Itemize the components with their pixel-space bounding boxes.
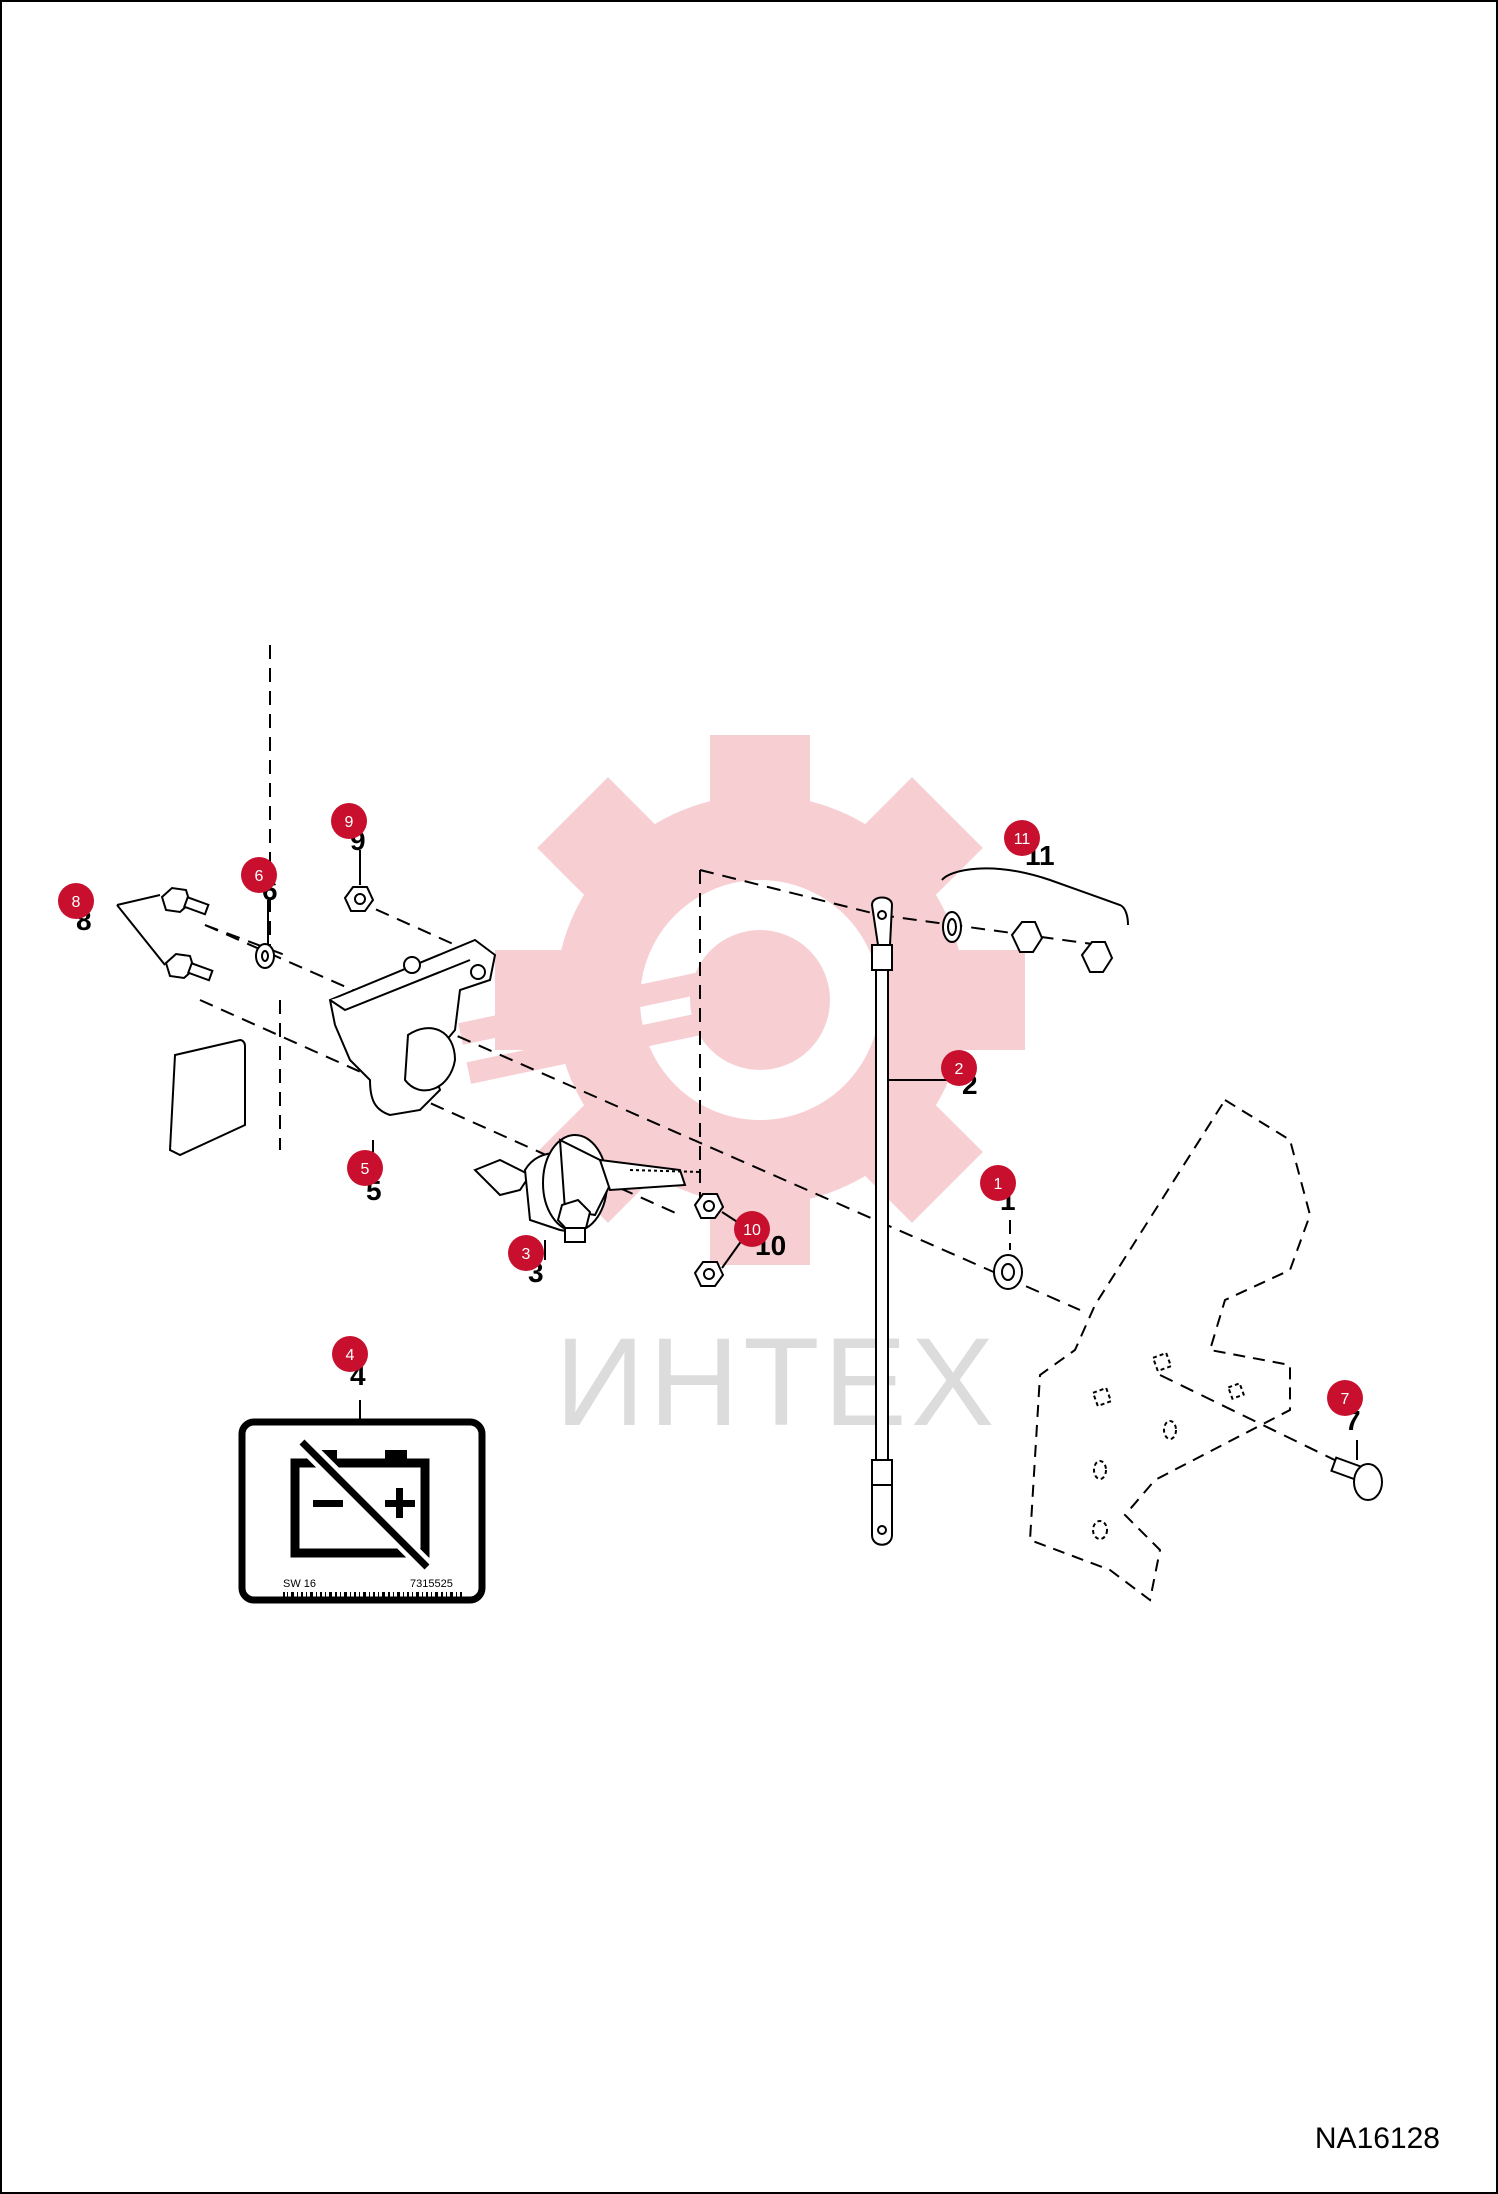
washer-6	[255, 943, 275, 969]
battery-disconnect-switch	[473, 1134, 701, 1260]
callout-bubble-10[interactable]: 10	[734, 1211, 770, 1247]
svg-text:2: 2	[955, 1061, 964, 1078]
svg-text:6: 6	[255, 868, 264, 885]
battery-cable	[870, 896, 894, 1546]
callout-bubble-11[interactable]: 11	[1004, 820, 1040, 856]
svg-text:9: 9	[345, 814, 354, 831]
svg-text:1: 1	[994, 1176, 1003, 1193]
watermark-gear-logo: ИНТЕХ	[458, 735, 1025, 1452]
minus-icon	[313, 1500, 343, 1507]
watermark-text: ИНТЕХ	[555, 1313, 998, 1452]
callout-bubble-9[interactable]: 9	[331, 803, 367, 839]
callout-bubble-7[interactable]: 7	[1327, 1380, 1363, 1416]
hardware-kit-11	[941, 867, 1129, 973]
mounting-bracket	[328, 938, 497, 1117]
callout-bubble-6[interactable]: 6	[241, 857, 277, 893]
figure-id: NA16128	[1314, 2122, 1440, 2155]
svg-text:5: 5	[361, 1161, 370, 1178]
svg-text:8: 8	[72, 894, 81, 911]
callout-bubbles: 1 2 3 4 5 6 7 8	[58, 803, 1363, 1416]
callout-bubble-4[interactable]: 4	[332, 1336, 368, 1372]
callout-bubble-1[interactable]: 1	[980, 1165, 1016, 1201]
decal-right-code: 7315525	[410, 1578, 453, 1590]
svg-text:11: 11	[1014, 831, 1031, 848]
bolts-8	[116, 886, 214, 982]
callout-bubble-5[interactable]: 5	[347, 1150, 383, 1186]
star-washer-1	[993, 1254, 1023, 1290]
decal-left-code: SW 16	[283, 1578, 316, 1590]
frame-panel	[1028, 1098, 1312, 1602]
nuts-10	[693, 1193, 743, 1287]
callout-bubble-2[interactable]: 2	[941, 1050, 977, 1086]
insulator-plate	[168, 1038, 246, 1157]
svg-text:7: 7	[1341, 1391, 1350, 1408]
battery-disconnect-decal: SW 16 7315525	[238, 1400, 486, 1604]
carriage-bolt-7	[1330, 1440, 1383, 1501]
callout-bubble-8[interactable]: 8	[58, 883, 94, 919]
nut-9	[343, 886, 375, 912]
svg-text:10: 10	[743, 1222, 761, 1239]
svg-text:4: 4	[346, 1347, 355, 1364]
decal-barcode	[283, 1592, 462, 1598]
callout-bubble-3[interactable]: 3	[508, 1235, 544, 1271]
svg-text:3: 3	[522, 1246, 531, 1263]
